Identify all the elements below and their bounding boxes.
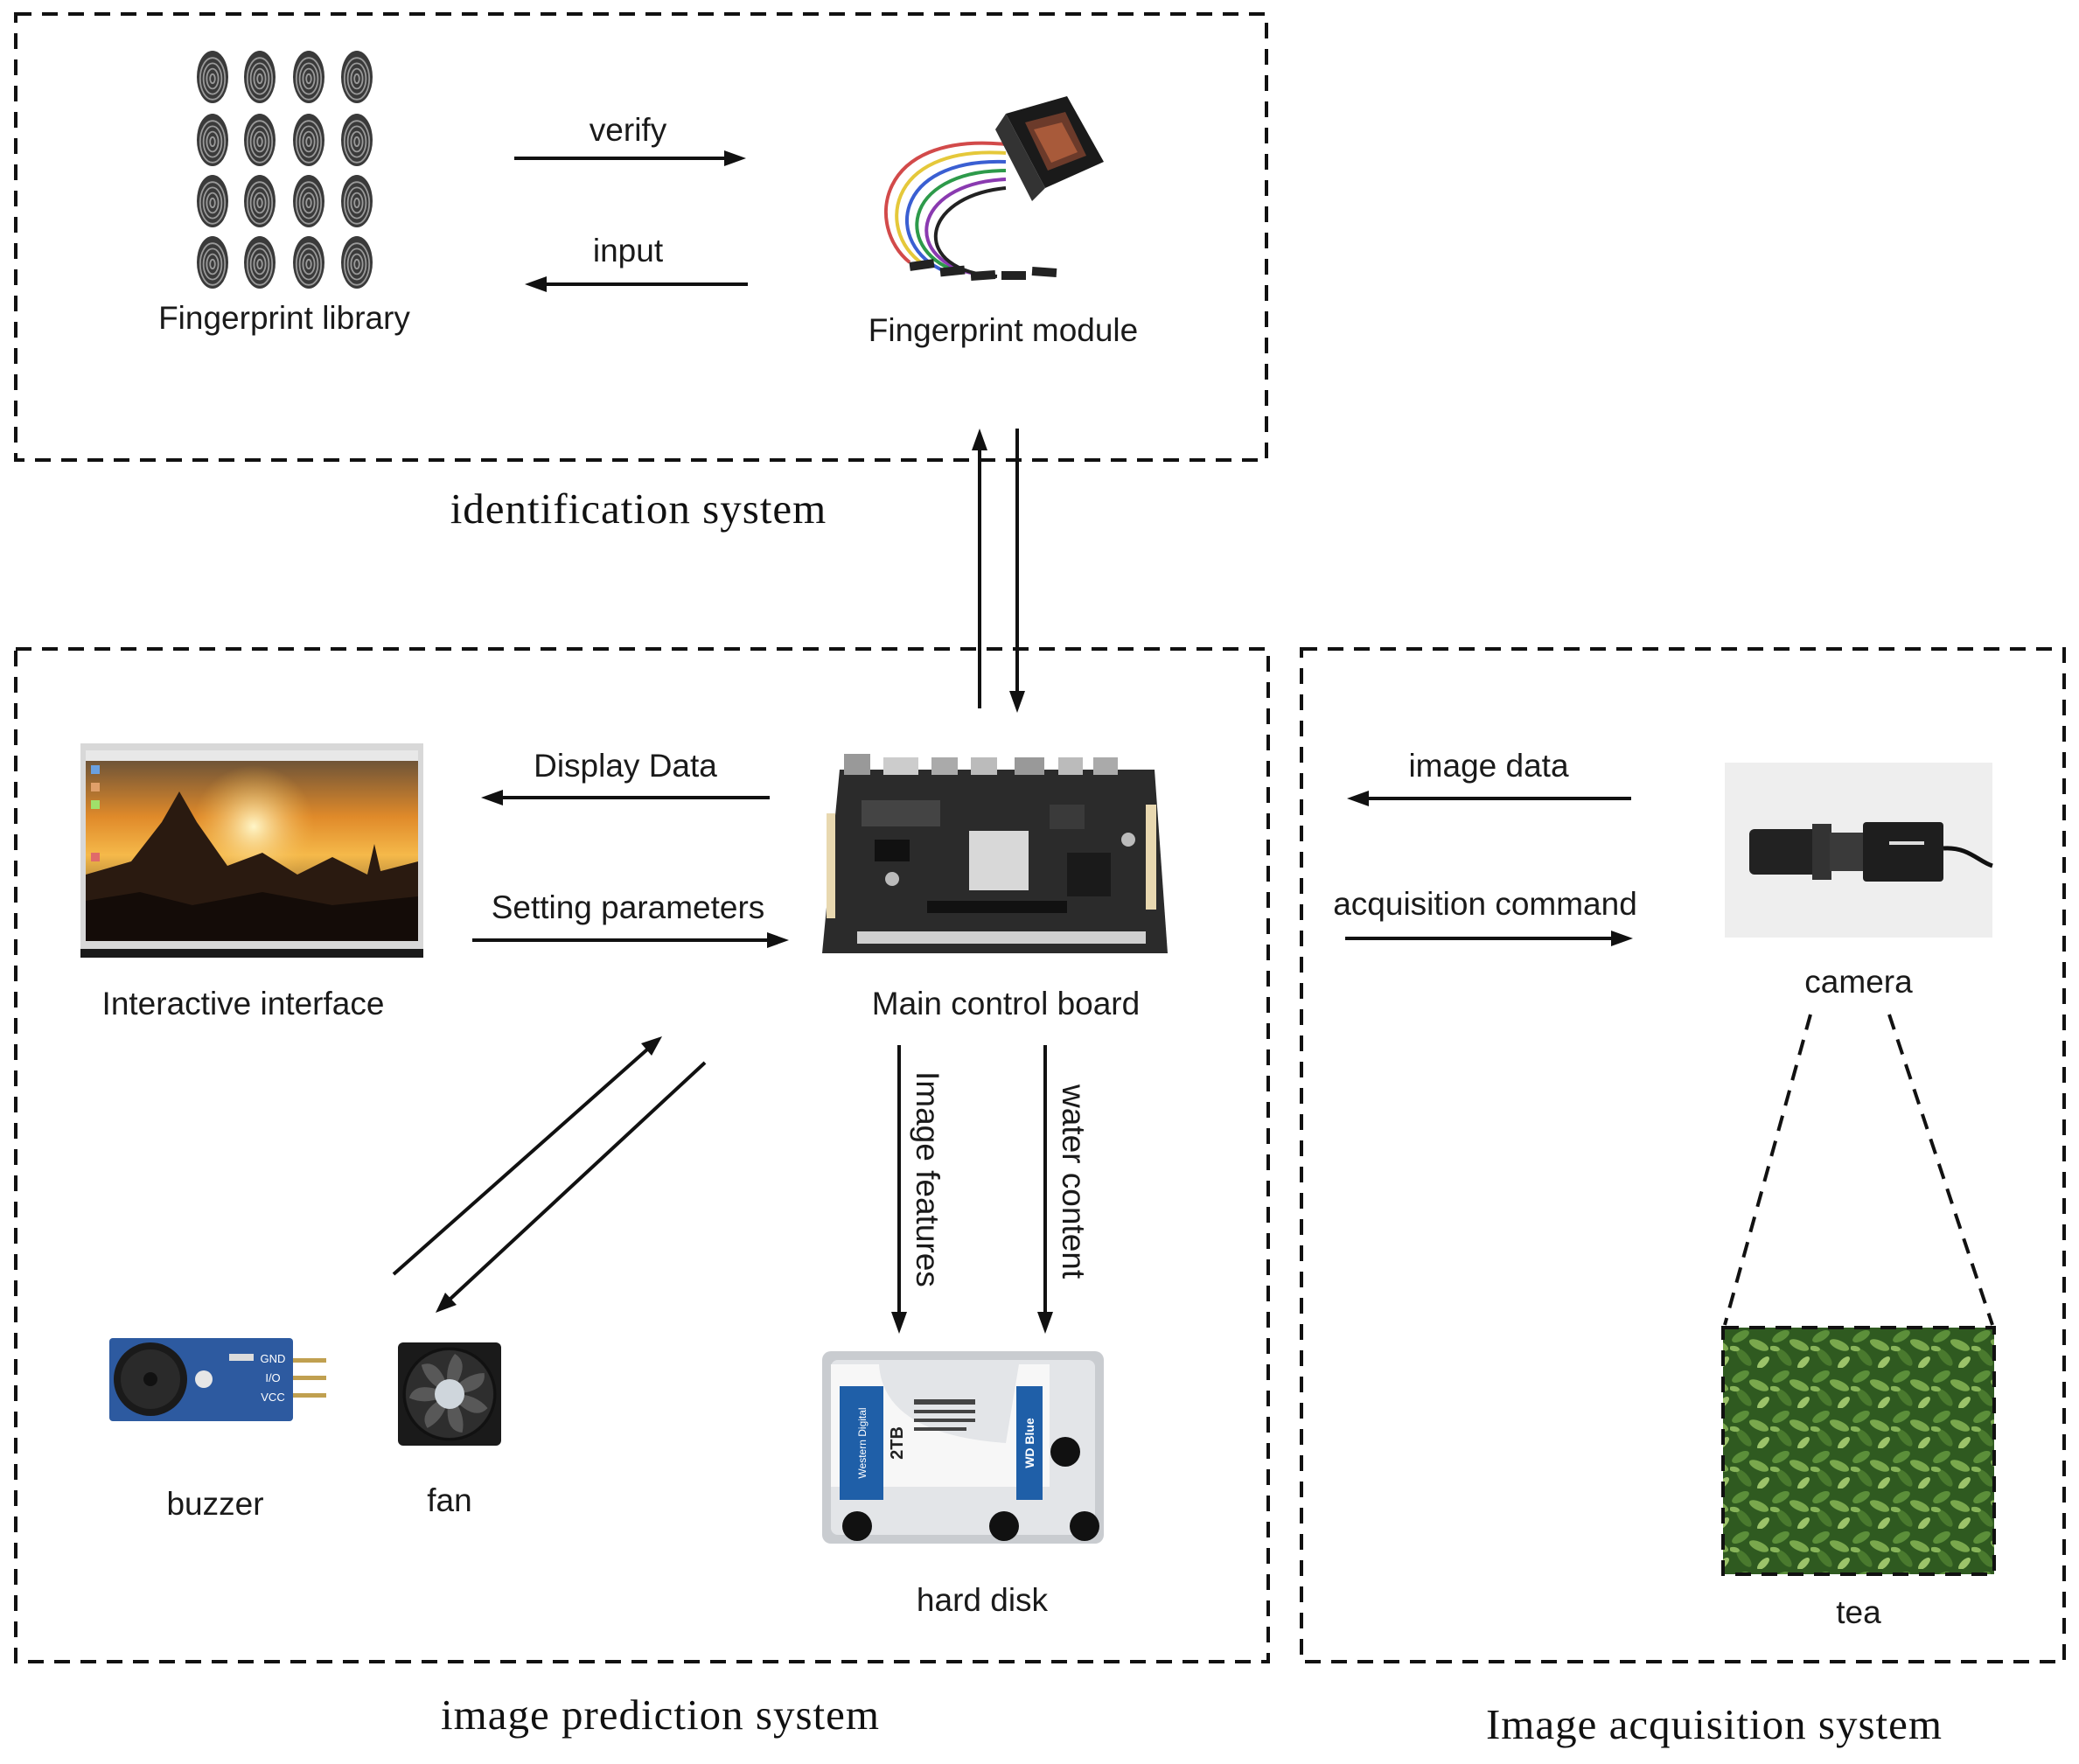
camera-label: camera <box>1804 964 1913 1000</box>
identification-system-box <box>14 12 1268 462</box>
buzzer-icon: GND I/O VCC <box>109 1338 326 1421</box>
tea-image <box>1721 1326 1996 1576</box>
fingerprint-print-icon <box>341 236 373 289</box>
buzzer-label: buzzer <box>166 1486 263 1522</box>
hard-disk-icon: Western Digital 2TB WD Blue <box>822 1351 1104 1544</box>
water-content-label: water content <box>1056 1084 1092 1279</box>
interactive-interface-icon <box>80 743 423 958</box>
main-control-board-label: Main control board <box>872 986 1140 1021</box>
image-prediction-system-title: image prediction system <box>441 1691 880 1739</box>
fingerprint-module-label: Fingerprint module <box>869 312 1138 348</box>
peripherals-to-board-arrow <box>392 1036 662 1276</box>
buzzer-pin-gnd: GND <box>261 1352 286 1365</box>
acquisition-command-arrow <box>1345 931 1633 946</box>
fingerprint-print-icon <box>197 114 228 166</box>
image-prediction-system-box <box>14 647 1270 1663</box>
camera-icon <box>1725 763 1993 938</box>
fingerprint-print-icon <box>197 236 228 289</box>
setting-parameters-arrow <box>472 932 789 948</box>
fingerprint-print-icon <box>197 51 228 103</box>
fan-icon <box>398 1342 501 1446</box>
fan-label: fan <box>427 1482 471 1518</box>
fingerprint-print-icon <box>244 51 276 103</box>
buzzer-pin-vcc: VCC <box>261 1391 284 1404</box>
hard-disk-label: hard disk <box>917 1582 1049 1618</box>
fingerprint-print-icon <box>197 175 228 227</box>
display-data-label: Display Data <box>534 748 717 784</box>
main-control-board-icon <box>822 754 1168 953</box>
verify-label: verify <box>590 112 667 148</box>
camera-to-tea-right-line <box>1887 1014 1994 1326</box>
tea-label: tea <box>1836 1594 1881 1630</box>
verify-arrow <box>514 150 746 166</box>
fingerprint-print-icon <box>293 175 324 227</box>
display-data-arrow <box>481 790 770 805</box>
fingerprint-print-icon <box>341 114 373 166</box>
image-acquisition-system-box <box>1300 647 2066 1663</box>
interactive-interface-label: Interactive interface <box>102 986 385 1021</box>
hdd-capacity-label: 2TB <box>888 1426 907 1460</box>
hdd-series-label: WD Blue <box>1022 1418 1036 1468</box>
image-acquisition-system-title: Image acquisition system <box>1486 1700 1943 1748</box>
fingerprint-print-icon <box>341 175 373 227</box>
setting-parameters-label: Setting parameters <box>492 889 765 925</box>
image-data-arrow <box>1347 791 1631 806</box>
fingerprint-print-icon <box>293 236 324 289</box>
identification-to-board-arrow <box>1009 429 1025 713</box>
fingerprint-module-icon <box>884 96 1104 281</box>
fingerprint-print-icon <box>244 236 276 289</box>
fingerprint-print-icon <box>244 114 276 166</box>
fingerprint-library-icon <box>197 51 373 289</box>
input-arrow <box>525 276 748 292</box>
identification-system-title: identification system <box>450 485 827 533</box>
fingerprint-print-icon <box>293 114 324 166</box>
fingerprint-print-icon <box>293 51 324 103</box>
image-data-label: image data <box>1408 748 1568 784</box>
image-features-arrow <box>891 1045 907 1334</box>
buzzer-pin-io: I/O <box>265 1371 280 1384</box>
fingerprint-print-icon <box>341 51 373 103</box>
board-to-identification-arrow <box>972 429 987 708</box>
board-to-peripherals-arrow <box>436 1061 707 1313</box>
water-content-arrow <box>1037 1045 1053 1334</box>
camera-to-tea-left-line <box>1723 1014 1812 1326</box>
hdd-brand-label: Western Digital <box>856 1407 869 1478</box>
acquisition-command-label: acquisition command <box>1333 886 1637 922</box>
input-label: input <box>593 233 664 268</box>
image-features-label: Image features <box>910 1071 945 1287</box>
fingerprint-print-icon <box>244 175 276 227</box>
fingerprint-library-label: Fingerprint library <box>158 300 410 336</box>
